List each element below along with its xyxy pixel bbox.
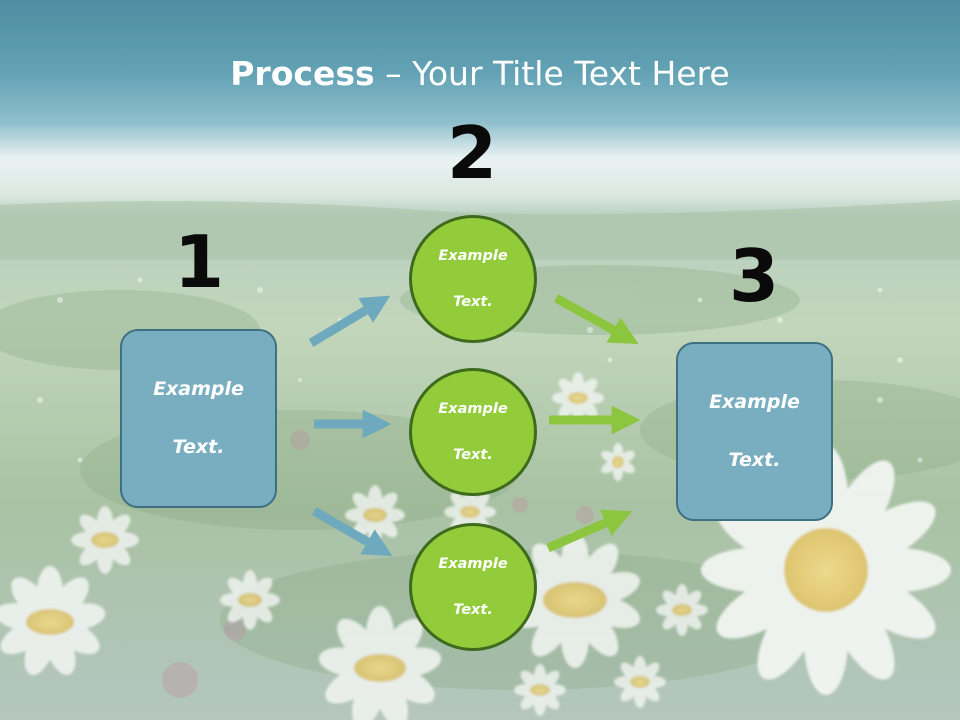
title-bold: Process [230,54,375,93]
slide-title: Process – Your Title Text Here [0,52,960,96]
step-number-2: 2 [446,111,498,195]
step-number-1: 1 [173,220,225,304]
step-number-3: 3 [728,234,780,318]
node-middle-text-line1: Example [438,400,508,417]
title-rest: – Your Title Text Here [374,54,730,93]
node-middle-text-line2: Text. [453,446,493,463]
step-3-text-line1: Example [709,391,800,413]
step-3-text-line2: Text. [728,449,781,471]
step-1-text-line2: Text. [172,436,225,458]
node-top-text-line2: Text. [453,293,493,310]
node-bottom-text-line1: Example [438,555,508,572]
node-top-text-line1: Example [438,247,508,264]
node-bottom-text-line2: Text. [453,601,493,618]
step-1-text-line1: Example [153,378,244,400]
